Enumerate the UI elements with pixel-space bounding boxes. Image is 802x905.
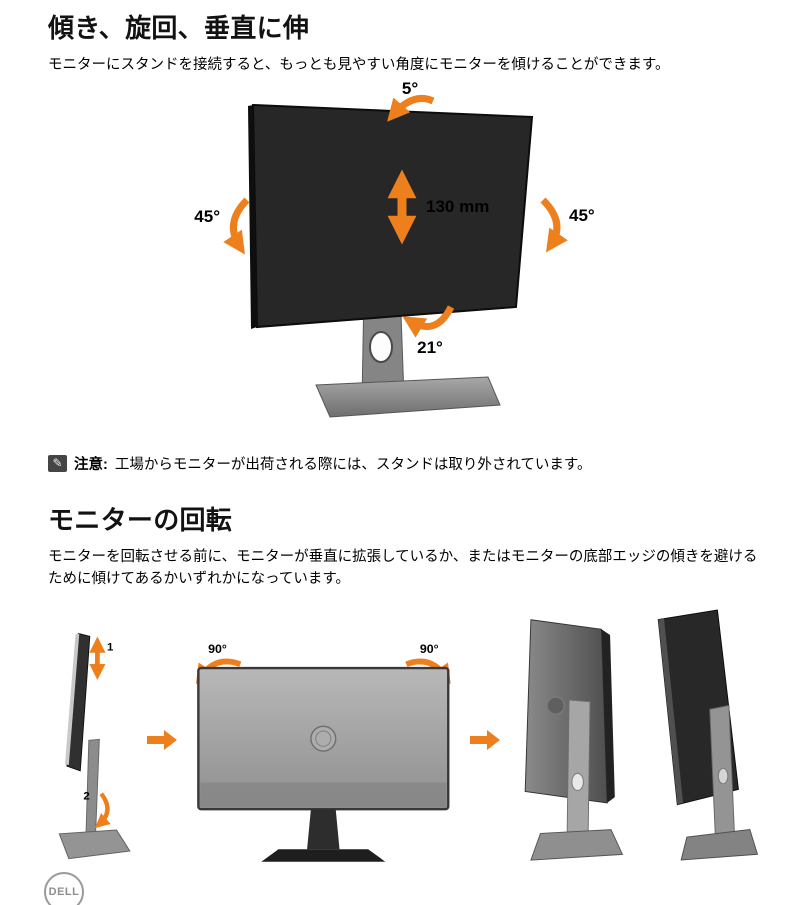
rotation-diagram: 1 2 90° 90° — [44, 602, 762, 870]
side-stand-base — [58, 829, 131, 860]
monitor-stand-base — [315, 376, 501, 418]
next-step-arrow-icon — [145, 727, 179, 758]
step1-label: 1 — [107, 642, 114, 654]
note-text: 工場からモニターが出荷される際には、スタンドは取り外されています。 — [114, 456, 592, 473]
rotate-left-label: 90° — [208, 642, 227, 656]
tilt-top-label: 5° — [402, 79, 418, 98]
tilt-step-arrow-icon — [94, 792, 111, 829]
section-title-tilt: 傾き、旋回、垂直に伸 — [48, 13, 310, 43]
portrait-back-edge — [601, 629, 615, 804]
side-panel-front-edge — [64, 633, 80, 766]
tilt-swivel-diagram-svg: 5° 45° 45° 130 mm 21° — [194, 79, 595, 418]
tilt-bottom-label: 21° — [417, 338, 443, 357]
monitor-portrait-back-view-dark — [657, 609, 758, 861]
dell-badge-inner — [315, 730, 332, 748]
tilt-swivel-diagram: 5° 45° 45° 130 mm 21° — [188, 79, 762, 429]
rotate-right-label: 90° — [420, 642, 439, 656]
swivel-right-label: 45° — [569, 206, 595, 225]
note-prefix: 注意: — [74, 456, 108, 473]
portrait-dark-edge — [658, 618, 683, 805]
monitor-screen — [251, 103, 534, 328]
front-stand-column — [307, 809, 340, 850]
portrait-back-panel — [524, 619, 608, 804]
portrait-stand-column — [566, 699, 591, 837]
height-label: 130 mm — [426, 197, 489, 216]
dell-badge-back-icon — [546, 696, 565, 716]
monitor-front-view: 90° 90° — [196, 642, 452, 862]
swivel-left-label: 45° — [194, 207, 220, 226]
swivel-right-arrow-icon — [540, 197, 568, 253]
monitor-side-view: 1 2 — [58, 633, 131, 860]
portrait-dark-cable-hole — [717, 768, 729, 785]
dell-logo: DELL — [44, 872, 84, 905]
note-pencil-icon: ✎ — [48, 454, 67, 472]
tilt-top-arrow-icon — [387, 94, 435, 122]
portrait-dark-stand-base — [680, 829, 758, 861]
note: ✎ 注意: 工場からモニターが出荷される際には、スタンドは取り外されています。 — [48, 453, 762, 474]
swivel-left-arrow-icon — [223, 197, 250, 255]
dell-logo-text: DELL — [48, 886, 80, 898]
portrait-cable-hole — [571, 773, 584, 792]
section-title-rotate: モニターの回転 — [48, 504, 233, 535]
cable-hole — [369, 330, 393, 363]
tilt-bottom-arrow-icon — [402, 305, 455, 338]
dell-badge-icon — [310, 725, 337, 753]
next-step-arrow-icon — [468, 727, 502, 758]
section-body-tilt: モニターにスタンドを接続すると、もっとも見やすい角度にモニターを傾けることができ… — [48, 57, 670, 73]
front-stand-base — [261, 849, 386, 862]
monitor-screen-edge — [248, 104, 257, 329]
front-screen-lower-shade — [200, 782, 447, 808]
step2-label: 2 — [83, 791, 89, 803]
side-stand-column — [85, 739, 100, 837]
section-body-rotate: モニターを回転させる前に、モニターが垂直に拡張しているか、またはモニターの底部エ… — [48, 548, 758, 587]
portrait-stand-base — [530, 829, 624, 861]
monitor-portrait-back-view — [524, 619, 624, 861]
